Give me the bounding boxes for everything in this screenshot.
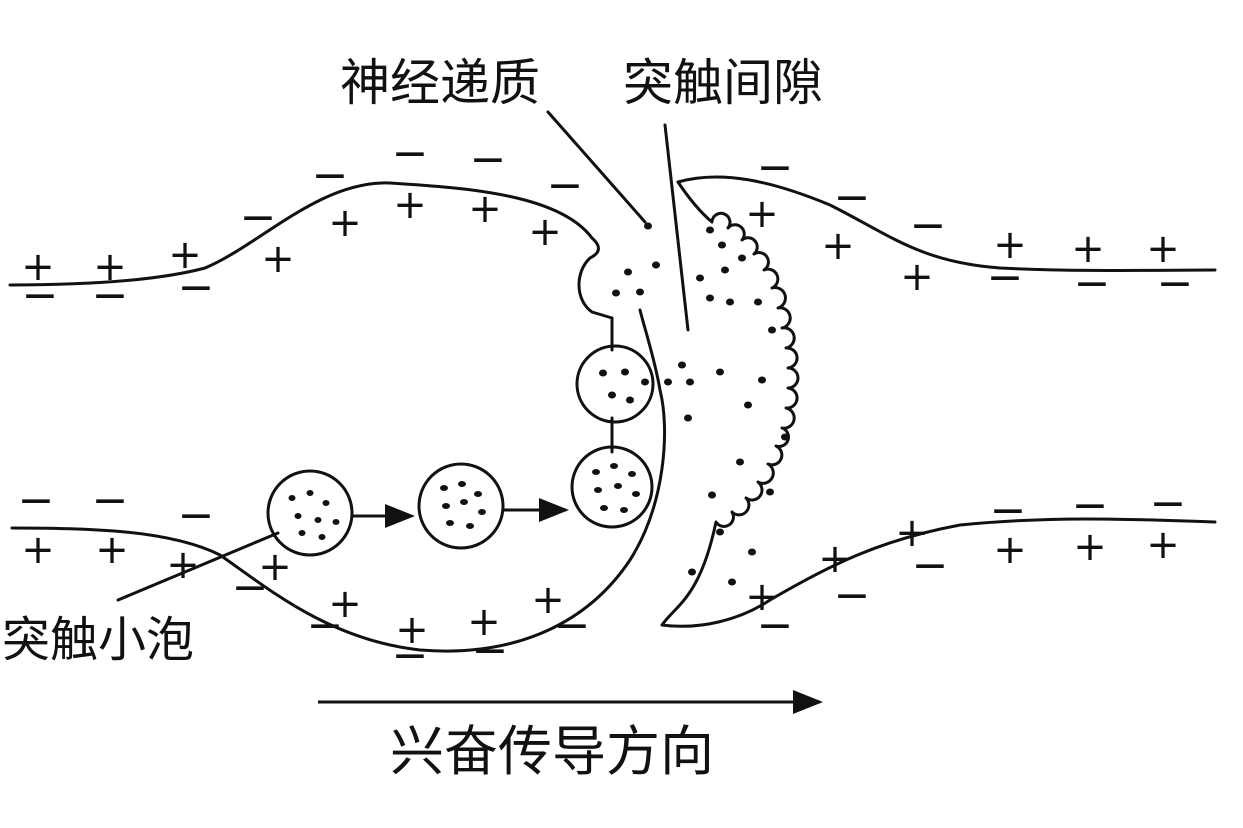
vesicle-fusing	[575, 344, 655, 424]
plus-sign: +	[21, 527, 55, 573]
minus-sign: −	[92, 270, 129, 321]
minus-sign: −	[554, 600, 591, 651]
label-neurotransmitter: 神经递质	[340, 54, 540, 112]
vesicle-contents	[288, 463, 640, 540]
minus-sign: −	[990, 485, 1027, 536]
plus-sign: +	[1146, 226, 1180, 272]
membrane-charge-signs: + + + + + + + + + + + + + + + + + + + + …	[21, 182, 1180, 653]
leader-synaptic-vesicle	[116, 531, 280, 602]
minus-sign: −	[757, 142, 794, 193]
minus-sign: −	[472, 625, 509, 676]
plus-sign: +	[993, 527, 1027, 573]
plus-sign: +	[261, 236, 295, 282]
plus-sign: +	[328, 581, 362, 627]
vesicle-1	[266, 469, 354, 557]
plus-sign: +	[93, 244, 127, 290]
minus-sign: −	[987, 252, 1024, 303]
minus-sign: −	[547, 160, 584, 211]
minus-sign: −	[232, 562, 269, 613]
plus-sign: +	[467, 599, 501, 645]
postsynaptic-lower-membrane	[660, 517, 1217, 628]
plus-sign: +	[993, 222, 1027, 268]
plus-sign: +	[328, 200, 362, 246]
minus-sign: −	[18, 475, 55, 526]
vesicle-3	[570, 445, 654, 529]
plus-sign: +	[393, 182, 427, 228]
plus-sign: +	[166, 542, 200, 588]
plus-sign: +	[745, 574, 779, 620]
plus-sign: +	[468, 186, 502, 232]
minus-sign: −	[307, 600, 344, 651]
minus-sign: −	[1074, 258, 1111, 309]
plus-sign: +	[21, 244, 55, 290]
minus-sign: −	[92, 475, 129, 526]
minus-sign: −	[834, 172, 871, 223]
minus-sign: −	[392, 128, 429, 179]
plus-sign: +	[1073, 524, 1107, 570]
minus-sign: −	[178, 490, 215, 541]
postsynaptic-folded-membrane	[660, 180, 800, 627]
label-conduction-direction: 兴奋传导方向	[390, 720, 714, 783]
plus-sign: +	[1146, 522, 1180, 568]
minus-sign: −	[312, 150, 349, 201]
minus-sign: −	[834, 570, 871, 621]
neurotransmitter-dots	[599, 222, 789, 586]
plus-sign: +	[258, 544, 292, 590]
plus-sign: +	[818, 536, 852, 582]
plus-sign: +	[531, 577, 565, 623]
plus-sign: +	[895, 510, 929, 556]
minus-sign: −	[910, 200, 947, 251]
plus-sign: +	[395, 607, 429, 653]
minus-sign: −	[470, 134, 507, 185]
minus-sign: −	[912, 540, 949, 591]
plus-sign: +	[528, 209, 562, 255]
plus-sign: +	[900, 254, 934, 300]
leader-neurotransmitter	[546, 110, 647, 224]
presynaptic-lower-membrane	[10, 308, 667, 653]
presynaptic-upper-membrane	[8, 181, 614, 320]
plus-sign: +	[95, 527, 129, 573]
minus-sign: −	[22, 270, 59, 321]
label-synaptic-vesicle: 突触小泡	[2, 612, 195, 668]
minus-sign: −	[757, 600, 794, 651]
membrane-negative-signs: − − − − − − − − − − − − − − − − − − − − …	[18, 128, 1194, 681]
plus-sign: +	[1071, 226, 1105, 272]
plus-sign: +	[168, 232, 202, 278]
minus-sign: −	[1150, 478, 1187, 529]
minus-sign: −	[178, 262, 215, 313]
minus-sign: −	[240, 192, 277, 243]
minus-sign: −	[1072, 480, 1109, 531]
minus-sign: −	[392, 630, 429, 681]
label-synaptic-cleft: 突触间隙	[623, 54, 823, 112]
minus-sign: −	[1157, 258, 1194, 309]
plus-sign: +	[821, 223, 855, 269]
plus-sign: +	[745, 191, 779, 237]
leader-synaptic-cleft	[663, 123, 690, 332]
vesicle-2	[417, 462, 505, 550]
postsynaptic-upper-membrane	[676, 175, 1217, 272]
